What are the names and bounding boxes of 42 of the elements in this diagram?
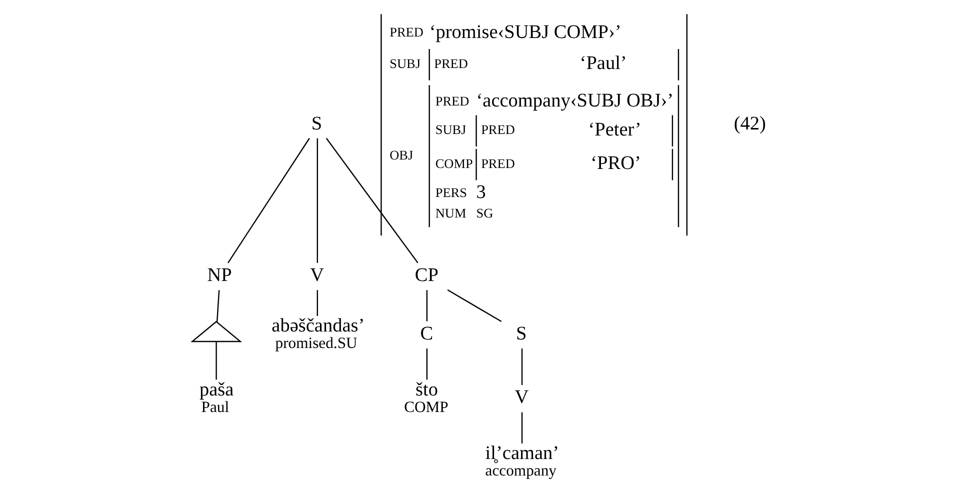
connector bbox=[316, 138, 318, 263]
label: PRED bbox=[480, 122, 514, 138]
connector bbox=[216, 290, 220, 322]
label: NUM bbox=[434, 205, 466, 220]
label: OBJ bbox=[389, 148, 413, 162]
label: COMP bbox=[434, 156, 472, 171]
label: PRED bbox=[434, 56, 468, 72]
connector bbox=[316, 290, 318, 316]
connector bbox=[215, 342, 216, 380]
label: 3 bbox=[476, 182, 486, 204]
node-text: il̥’caman’ accompany bbox=[484, 443, 559, 480]
connector bbox=[520, 348, 522, 386]
node-text: S bbox=[515, 323, 526, 344]
label: ‘PRO’ bbox=[590, 153, 640, 174]
node-triangle bbox=[190, 320, 242, 342]
label: SUBJ bbox=[389, 56, 420, 72]
node-text: paša Paul bbox=[198, 379, 234, 416]
label: ‘Paul’ bbox=[579, 53, 626, 74]
label: ‘promise‹SUBJ COMP›’ bbox=[428, 22, 621, 43]
label: PRED bbox=[434, 93, 469, 108]
label: PRED bbox=[480, 156, 514, 171]
connector bbox=[520, 412, 522, 444]
label: PRED bbox=[389, 24, 423, 40]
label: SUBJ bbox=[434, 122, 466, 138]
node-text: C bbox=[420, 323, 433, 344]
node-text: abəščandas’ promised.SU bbox=[271, 316, 364, 352]
node-text: S bbox=[310, 113, 322, 134]
label: PERS bbox=[434, 184, 466, 200]
node-text: što COMP bbox=[404, 379, 448, 416]
connector bbox=[227, 138, 310, 264]
node-text: NP bbox=[206, 265, 232, 286]
label: SG bbox=[476, 205, 493, 220]
connector bbox=[426, 348, 428, 380]
label: (42) bbox=[733, 113, 766, 134]
node-text: V bbox=[310, 265, 324, 286]
node-text: V bbox=[514, 387, 528, 408]
label: ‘Peter’ bbox=[588, 119, 641, 140]
node-text: CP bbox=[414, 265, 438, 286]
label: ‘accompany‹SUBJ OBJ›’ bbox=[476, 90, 674, 112]
connector bbox=[446, 289, 502, 322]
connector bbox=[325, 138, 418, 264]
connector bbox=[426, 290, 428, 322]
